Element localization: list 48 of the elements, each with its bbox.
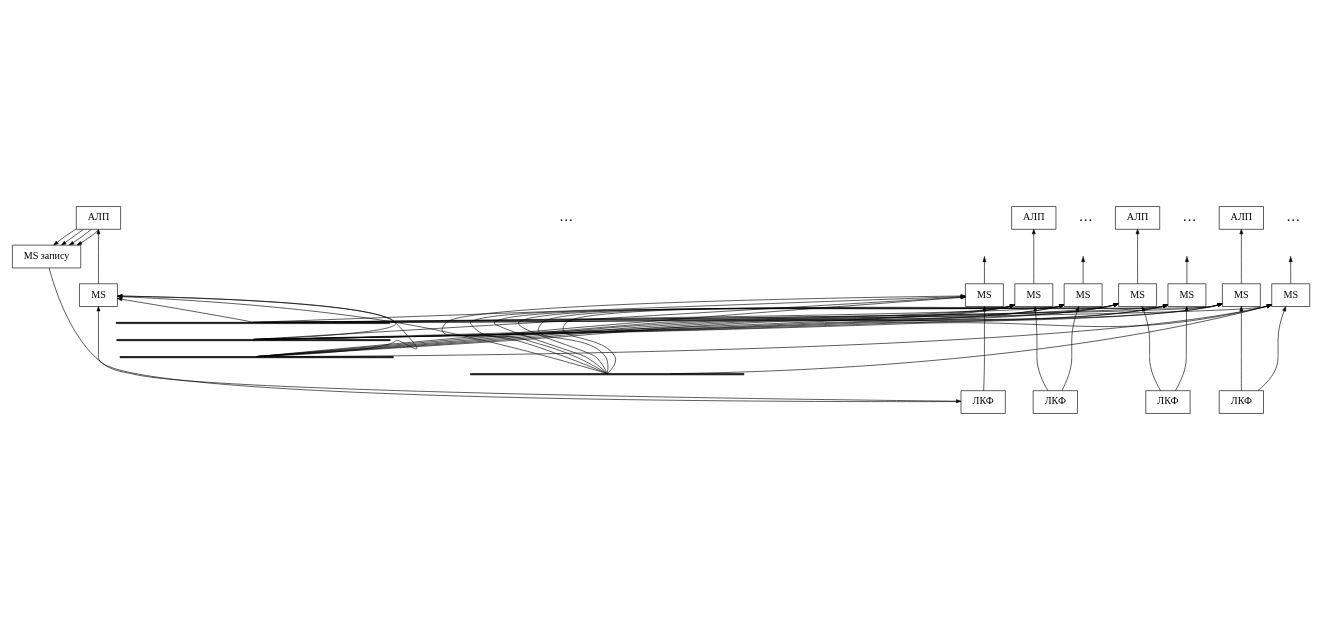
label: … [1182, 209, 1197, 225]
node-box: MS [79, 283, 118, 307]
arrow [1175, 306, 1189, 391]
node-box: АЛП [1218, 206, 1264, 230]
node-bar [115, 322, 390, 324]
label: … [559, 209, 574, 225]
node-bar [116, 339, 391, 341]
arrow [441, 294, 966, 374]
label: … [1286, 209, 1301, 225]
arrow [76, 229, 100, 246]
node-box: MS запису [12, 244, 82, 269]
node-box: MS [1271, 283, 1311, 307]
arrow [1239, 306, 1244, 391]
node-box: АЛП [1011, 206, 1057, 230]
arrow [69, 229, 92, 246]
arrow [1031, 229, 1036, 284]
node-box: MS [1118, 283, 1157, 307]
label: … [1078, 209, 1093, 225]
arrow [1081, 256, 1085, 284]
arrow [1135, 229, 1140, 284]
arrow [982, 306, 987, 391]
arrow [96, 229, 101, 284]
node-box: MS [965, 283, 1004, 307]
node-box: АЛП [1115, 206, 1161, 230]
arrow [1061, 306, 1079, 391]
node-box: MS [1222, 283, 1261, 307]
arrow [53, 228, 77, 246]
node-box: ЛКФ [1218, 390, 1264, 414]
node-box: MS [1167, 283, 1207, 307]
arrow [1033, 306, 1049, 391]
node-box: ЛКФ [1145, 390, 1191, 414]
node-box: ЛКФ [960, 390, 1006, 414]
arrow [1288, 256, 1293, 284]
arrow [670, 304, 1272, 374]
arrow [1185, 256, 1189, 284]
node-box: АЛП [76, 206, 121, 230]
arrow [1142, 306, 1161, 391]
arrow [96, 306, 962, 402]
arrow [1239, 229, 1244, 284]
node-box: MS [1014, 283, 1054, 307]
arrow [61, 229, 84, 246]
node-box: ЛКФ [1032, 390, 1078, 414]
node-bar [470, 373, 745, 376]
node-box: MS [1063, 283, 1103, 307]
arrow [117, 297, 254, 323]
arrow [1257, 306, 1287, 391]
node-bar [119, 356, 394, 359]
arrow [48, 267, 962, 404]
